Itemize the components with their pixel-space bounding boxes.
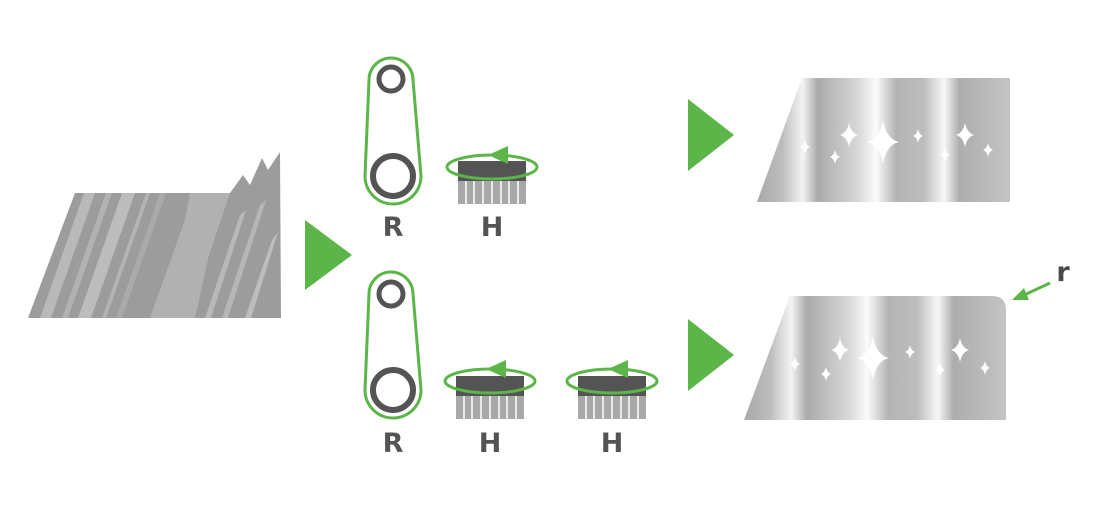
polished-sheet-top: [757, 78, 1010, 202]
roller-bottom: [363, 270, 423, 420]
brush-label-bottom-2: H: [601, 428, 624, 459]
brush-label-bottom-1: H: [479, 428, 502, 459]
roller-label-bottom: R: [383, 428, 404, 459]
brush-top: [445, 146, 539, 204]
process-arrow-icon: [305, 220, 352, 290]
roller-label-top: R: [383, 212, 404, 243]
raw-sheet-stripe: [205, 210, 246, 318]
raw-sheet-stripe: [78, 193, 135, 318]
process-arrow-icon: [688, 99, 734, 171]
brush-label-top: H: [481, 212, 504, 243]
rotation-icon: [443, 360, 537, 395]
brush-bottom-1: [443, 360, 537, 419]
raw-sheet-stripe: [150, 193, 230, 318]
raw-sheet-stripe: [116, 193, 166, 318]
rotation-icon: [445, 146, 539, 181]
rotation-icon: [565, 360, 659, 395]
brush-bottom-2: [565, 360, 659, 419]
raw-sheet-stripe: [40, 193, 95, 318]
process-arrow-icon: [688, 319, 734, 391]
raw-sheet-stripe: [245, 232, 278, 318]
raw-sheet-stripe: [62, 193, 112, 318]
roller-top: [363, 56, 423, 206]
edge-radius-arrow-icon: [1012, 281, 1051, 300]
raw-sheet-stripe: [222, 200, 266, 318]
polished-sheet-bottom: [744, 296, 1006, 420]
raw-sheet: [28, 152, 281, 318]
edge-radius-label: r: [1056, 257, 1070, 288]
raw-sheet-stripe: [102, 193, 150, 318]
